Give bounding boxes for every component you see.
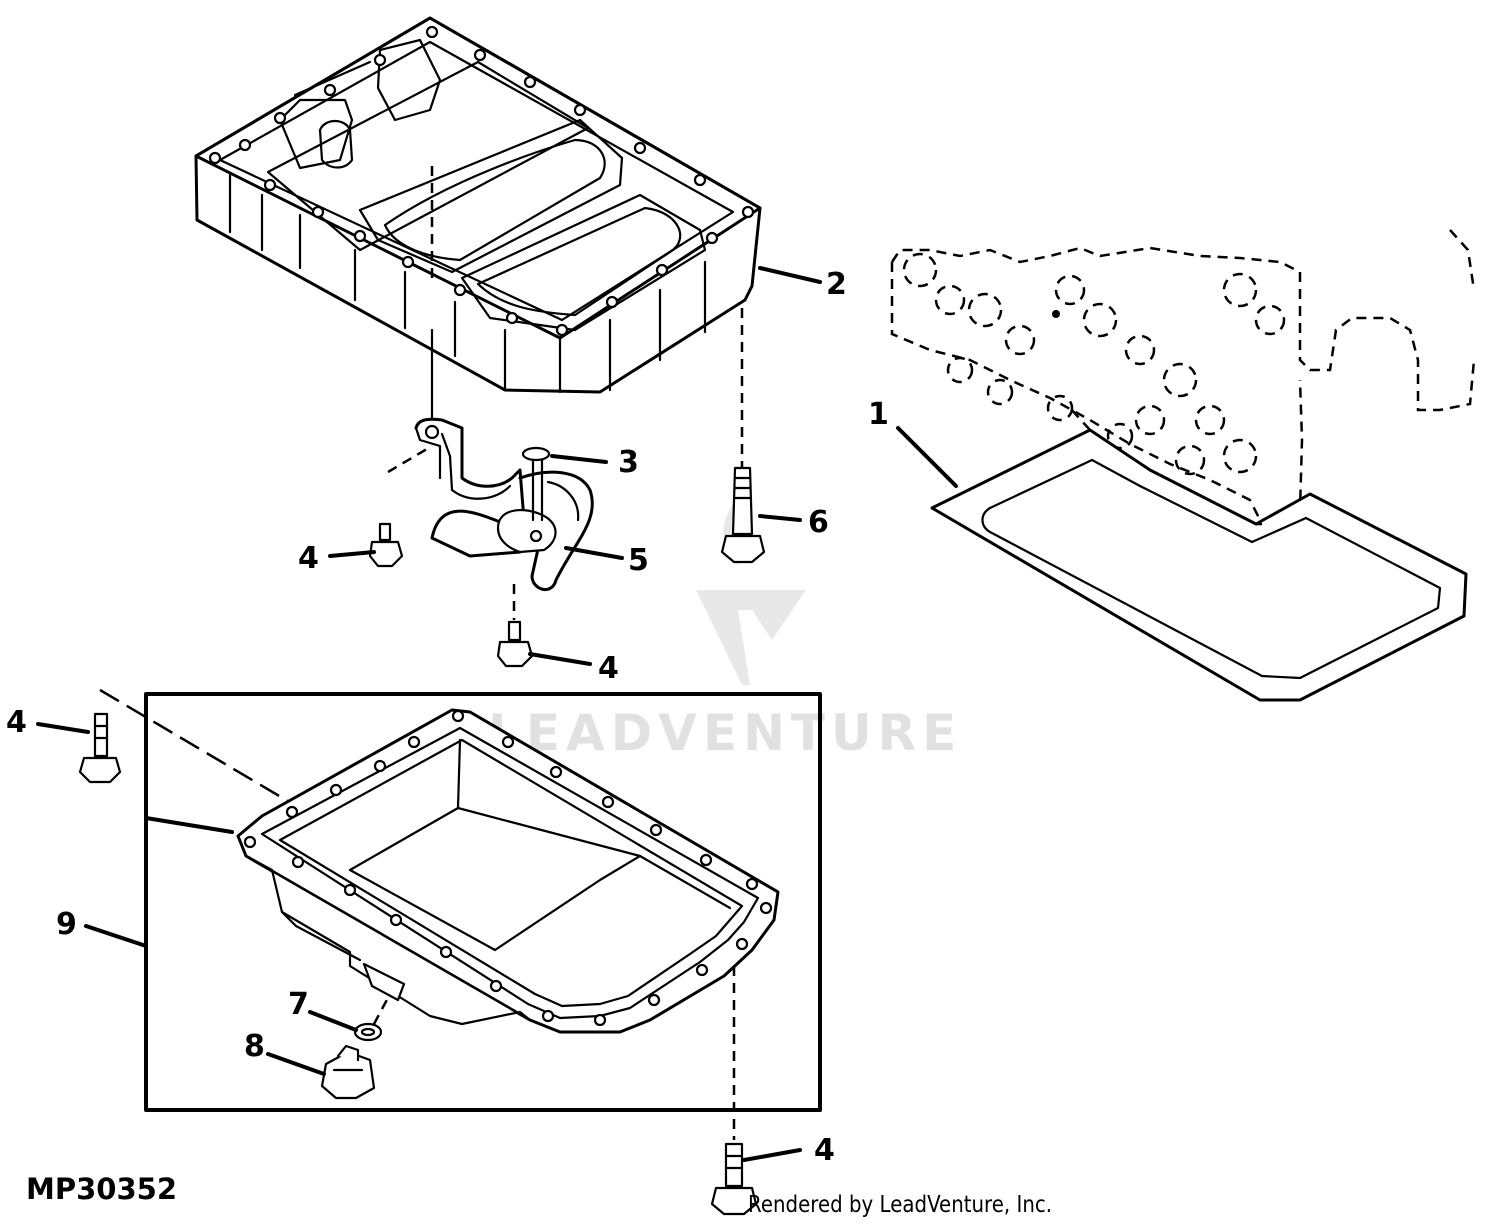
callout-3: 3 [618, 445, 639, 480]
part-washer [353, 993, 392, 1042]
part-oil-pickup-tube [387, 417, 594, 620]
bolt-4-upper [368, 522, 404, 568]
callout-4-upper: 4 [298, 541, 319, 576]
callout-6: 6 [808, 505, 829, 540]
callout-1: 1 [868, 397, 889, 432]
watermark-text: LEADVENTURE [488, 704, 962, 762]
part-o-ring [521, 446, 551, 522]
part-oil-pan-gasket [930, 407, 1468, 702]
figure-id: MP30352 [26, 1172, 178, 1206]
upper-pan-bolt-holes [208, 25, 755, 337]
render-credit: Rendered by LeadVenture, Inc. [748, 1192, 1053, 1218]
callout-9: 9 [56, 907, 77, 942]
oil-pan-assembly-box [144, 692, 822, 1112]
callout-5: 5 [628, 543, 649, 578]
lower-pan-bolt-holes [243, 709, 773, 1027]
bolt-4-bottom [710, 1142, 758, 1216]
leader-lines [36, 266, 958, 1162]
callout-2: 2 [826, 267, 847, 302]
watermark: LEADVENTURE [488, 500, 962, 762]
engine-block-outline [890, 229, 1476, 526]
bolt-4-pickup [496, 620, 534, 668]
callout-4-left: 4 [6, 705, 27, 740]
callout-labels: 2 1 3 4 5 6 4 4 9 7 8 4 [6, 267, 889, 1168]
part-drain-plug [320, 1044, 376, 1100]
part-lower-oil-pan [236, 708, 780, 1140]
callout-8: 8 [244, 1029, 265, 1064]
callout-4-pickup: 4 [598, 651, 619, 686]
callout-7: 7 [288, 987, 309, 1022]
callout-4-bottom: 4 [814, 1133, 835, 1168]
bolt-6 [720, 466, 766, 564]
part-upper-oil-pan [194, 16, 762, 470]
